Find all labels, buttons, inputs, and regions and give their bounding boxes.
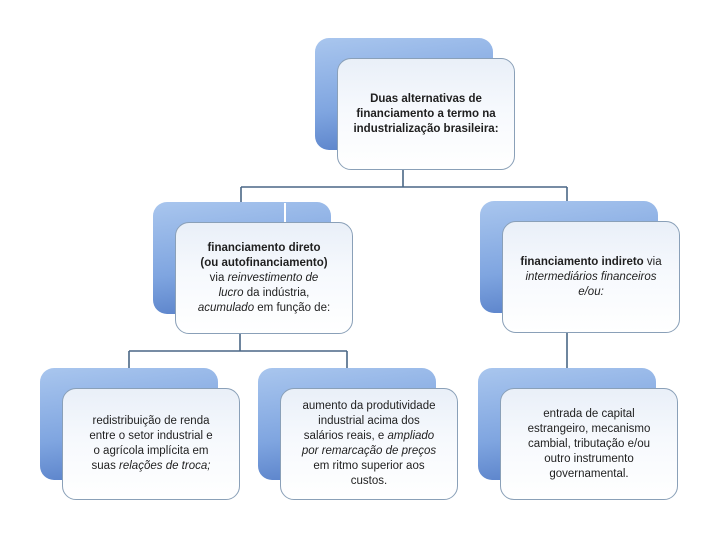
node-box-financiamento-direto[interactable]: financiamento direto(ou autofinanciament… [175, 222, 353, 334]
connector-highlight-artifact [284, 203, 286, 222]
connector-direct-to-children [128, 334, 348, 373]
node-financiamento-direto: financiamento direto(ou autofinanciament… [153, 202, 353, 334]
connector-root-to-level2 [240, 170, 568, 207]
node-text: financiamento direto(ou autofinanciament… [197, 241, 331, 314]
